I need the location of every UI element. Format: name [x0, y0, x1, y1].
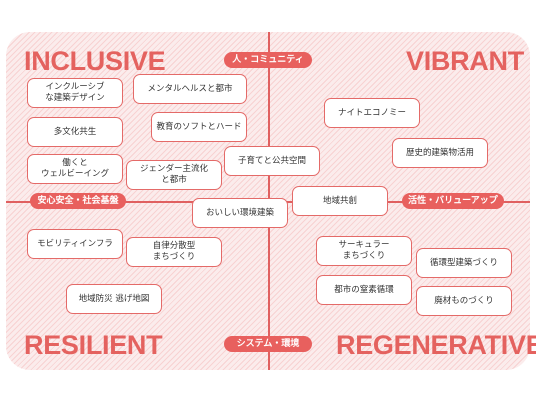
tag-mental-health-city: メンタルヘルスと都市	[133, 74, 247, 104]
tag-childcare-public-space: 子育てと公共空間	[224, 146, 320, 176]
axis-label-top: 人・コミュニティ	[224, 52, 312, 68]
tag-inclusive-design: インクルーシブ な建築デザイン	[27, 78, 123, 108]
tag-education: 教育のソフトとハード	[151, 112, 247, 142]
tag-urban-nitrogen: 都市の窒素循環	[316, 275, 412, 305]
axis-label-right: 活性・バリューアップ	[402, 193, 504, 209]
quadrant-label-inclusive: INCLUSIVE	[24, 46, 166, 76]
tag-regional-co-creation: 地域共創	[292, 186, 388, 216]
tag-circular-town: サーキュラー まちづくり	[316, 236, 412, 266]
tag-delicious-environmental-architecture: おいしい環境建築	[192, 198, 288, 228]
tag-gender: ジェンダー主流化 と都市	[126, 160, 222, 190]
tag-night-economy: ナイトエコノミー	[324, 98, 420, 128]
tag-work-wellbeing: 働くと ウェルビーイング	[27, 154, 123, 184]
quadrant-label-vibrant: VIBRANT	[406, 46, 524, 76]
tag-autonomous-distributed: 自律分散型 まちづくり	[126, 237, 222, 267]
axis-label-left: 安心安全・社会基盤	[30, 193, 126, 209]
tag-waste-crafting: 廃材ものづくり	[416, 286, 512, 316]
tag-mobility-infra: モビリティインフラ	[27, 229, 123, 259]
quadrant-label-resilient: RESILIENT	[24, 330, 163, 360]
quadrant-label-regenerative: REGENERATIVE	[336, 330, 536, 360]
tag-disaster-escape-map: 地域防災 逃げ地図	[66, 284, 162, 314]
tag-multicultural: 多文化共生	[27, 117, 123, 147]
tag-circular-architecture: 循環型建築づくり	[416, 248, 512, 278]
tag-historic-building: 歴史的建築物活用	[392, 138, 488, 168]
axis-label-bottom: システム・環境	[224, 336, 312, 352]
